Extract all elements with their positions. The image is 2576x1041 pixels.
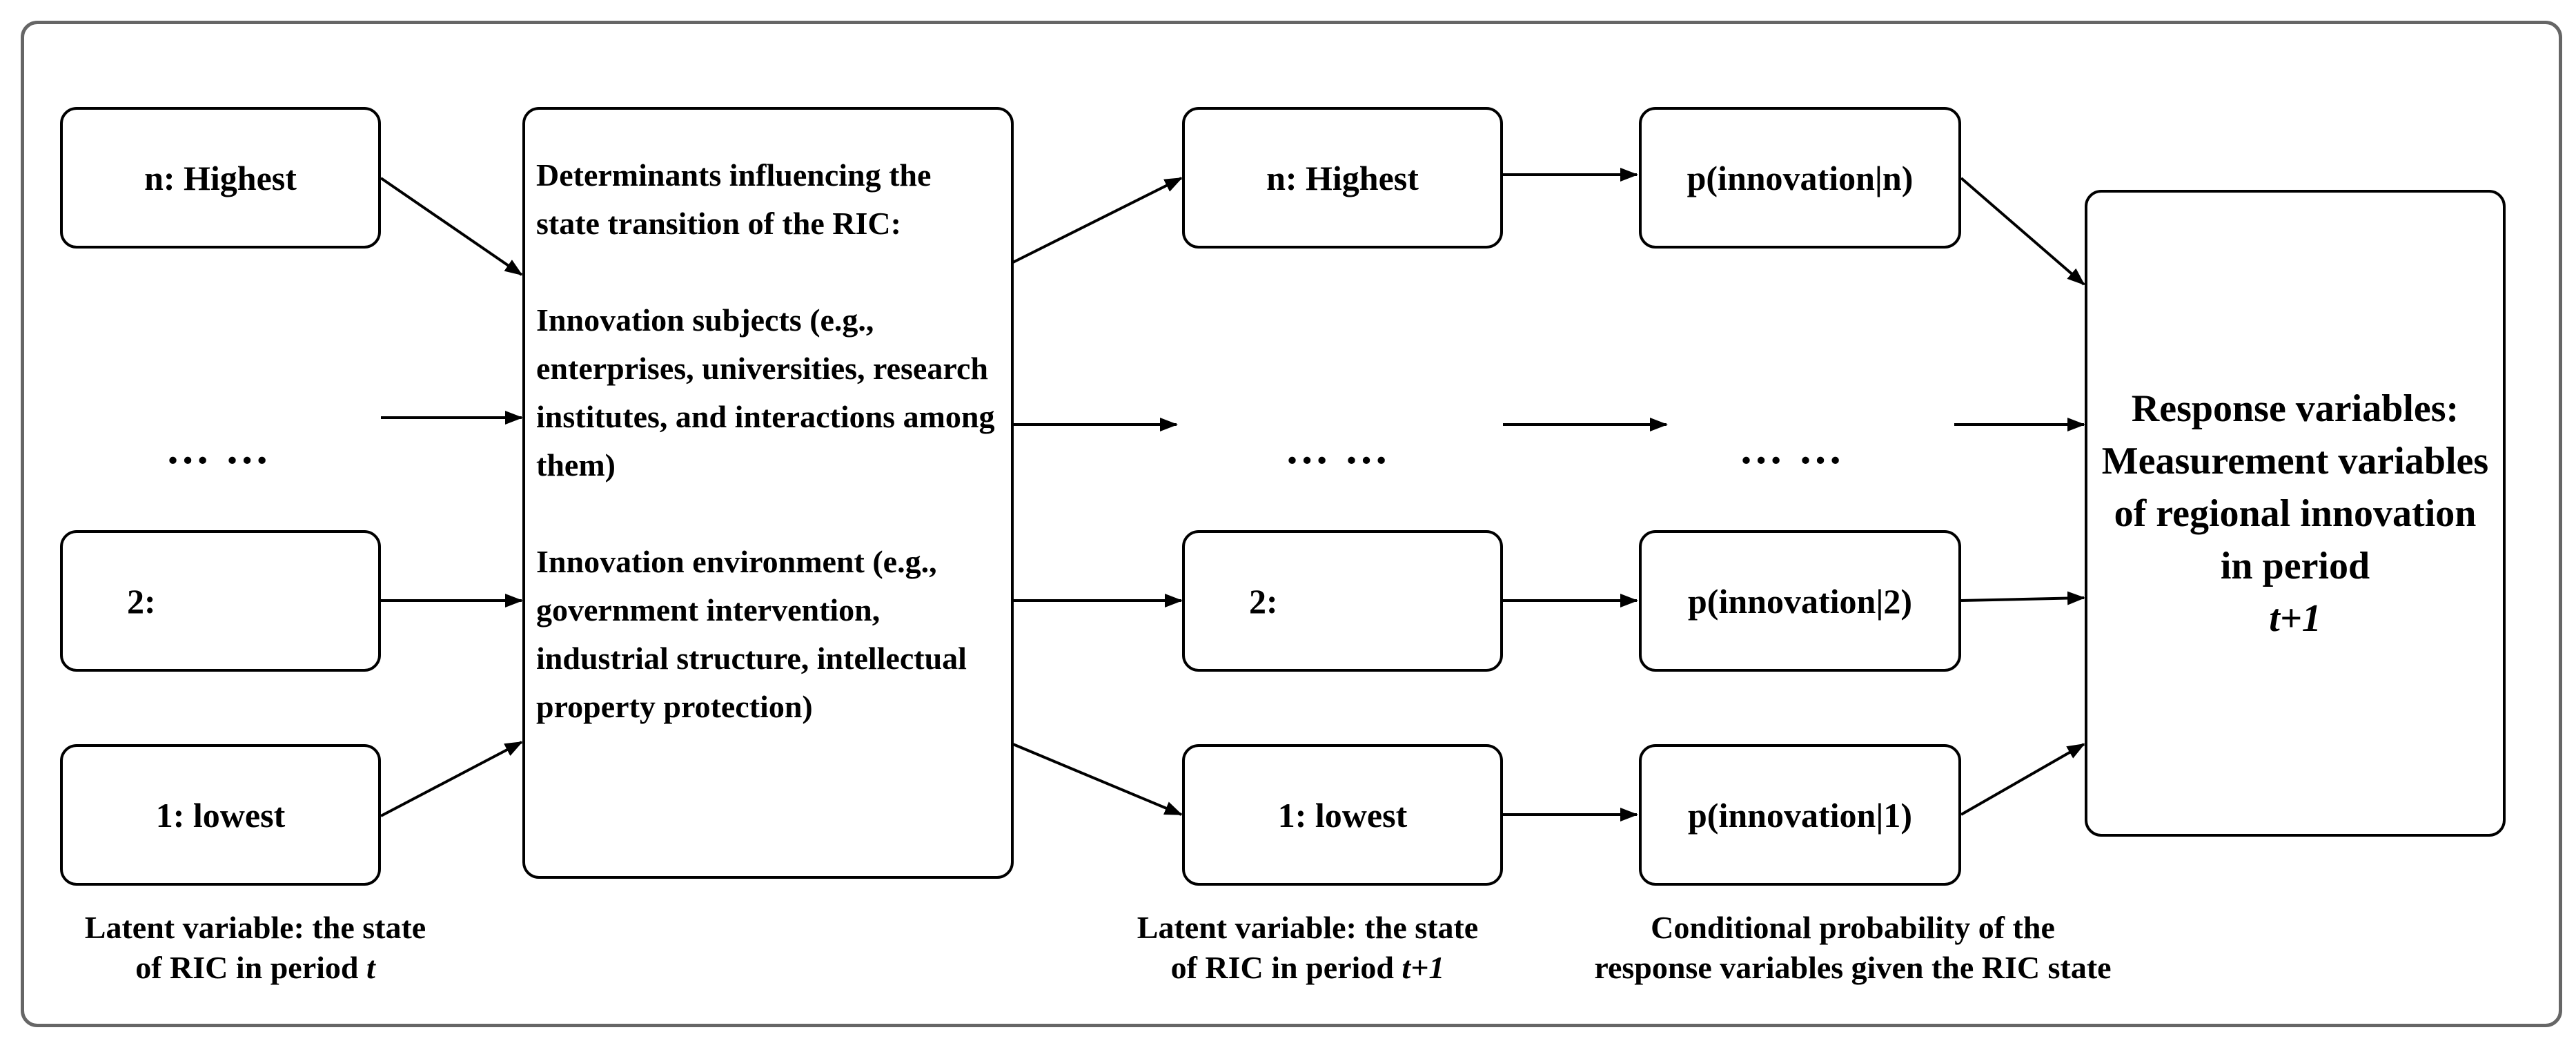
state-t1-lowest-label: 1: lowest bbox=[1277, 795, 1408, 835]
response-description: Response variables: Measurement variable… bbox=[2101, 387, 2489, 587]
innovation-environment: Innovation environment (e.g., government… bbox=[536, 544, 967, 724]
latent-t1-caption-line2: of RIC in period t+1 bbox=[1087, 948, 1528, 988]
arrow-p-2-to-response bbox=[1960, 591, 2085, 605]
ellipsis-row: … … bbox=[166, 424, 271, 473]
response-variables-box: Response variables: Measurement variable… bbox=[2085, 190, 2506, 837]
state-t-highest-label: n: Highest bbox=[144, 158, 297, 197]
state-t-lowest-box: 1: lowest bbox=[60, 744, 381, 886]
state-t1-lowest-box: 1: lowest bbox=[1182, 744, 1503, 886]
period-variable: t+1 bbox=[2269, 596, 2321, 640]
latent-t-caption-line2: of RIC in period t bbox=[38, 948, 473, 988]
p-innovation-1-box: p(innovation|1) bbox=[1639, 744, 1961, 886]
caption-text: of RIC in period bbox=[135, 950, 367, 985]
determinants-box: Determinants influencing the state trans… bbox=[522, 107, 1014, 879]
latent-t1-caption: Latent variable: the state of RIC in per… bbox=[1087, 908, 1528, 988]
determinants-text: Determinants influencing the state trans… bbox=[536, 151, 1000, 731]
p-innovation-1-label: p(innovation|1) bbox=[1688, 795, 1912, 835]
latent-t-caption: Latent variable: the state of RIC in per… bbox=[38, 908, 473, 988]
period-variable: t bbox=[366, 950, 375, 985]
diagram-frame bbox=[21, 21, 2562, 1027]
arrow-highest-to-determinants bbox=[380, 177, 523, 276]
response-variables-text: Response variables: Measurement variable… bbox=[2101, 382, 2489, 645]
innovation-subjects: Innovation subjects (e.g., enterprises, … bbox=[536, 302, 995, 483]
arrow-determinants-to-highest bbox=[1012, 177, 1183, 264]
latent-t1-caption-line1: Latent variable: the state bbox=[1137, 910, 1479, 945]
ellipsis-row: … … bbox=[1285, 424, 1390, 473]
arrow-p-1-to-response bbox=[1960, 743, 2085, 816]
state-t1-level2-box: 2: bbox=[1182, 530, 1503, 672]
p-innovation-n-label: p(innovation|n) bbox=[1687, 158, 1914, 197]
determinants-heading: Determinants influencing the state trans… bbox=[536, 157, 932, 241]
p-innovation-2-label: p(innovation|2) bbox=[1688, 581, 1912, 621]
state-t1-highest-box: n: Highest bbox=[1182, 107, 1503, 249]
state-t1-highest-label: n: Highest bbox=[1266, 158, 1419, 197]
state-t1-level2-label: 2: bbox=[1249, 581, 1278, 621]
state-t-level2-box: 2: bbox=[60, 530, 381, 672]
latent-t-caption-line1: Latent variable: the state bbox=[84, 910, 426, 945]
conditional-caption-line1: Conditional probability of the bbox=[1651, 910, 2055, 945]
state-t-level2-label: 2: bbox=[127, 581, 156, 621]
p-innovation-n-box: p(innovation|n) bbox=[1639, 107, 1961, 249]
arrow-p-n-to-response bbox=[1960, 177, 2085, 286]
period-variable: t+1 bbox=[1402, 950, 1445, 985]
caption-text: of RIC in period bbox=[1170, 950, 1402, 985]
arrow-determinants-to-lowest bbox=[1012, 743, 1183, 816]
arrow-lowest-to-determinants bbox=[380, 741, 523, 817]
conditional-caption: Conditional probability of the response … bbox=[1528, 908, 2177, 988]
state-t-highest-box: n: Highest bbox=[60, 107, 381, 249]
ellipsis-row: … … bbox=[1739, 424, 1845, 473]
p-innovation-2-box: p(innovation|2) bbox=[1639, 530, 1961, 672]
conditional-caption-line2: response variables given the RIC state bbox=[1594, 950, 2112, 985]
state-t-lowest-label: 1: lowest bbox=[155, 795, 286, 835]
